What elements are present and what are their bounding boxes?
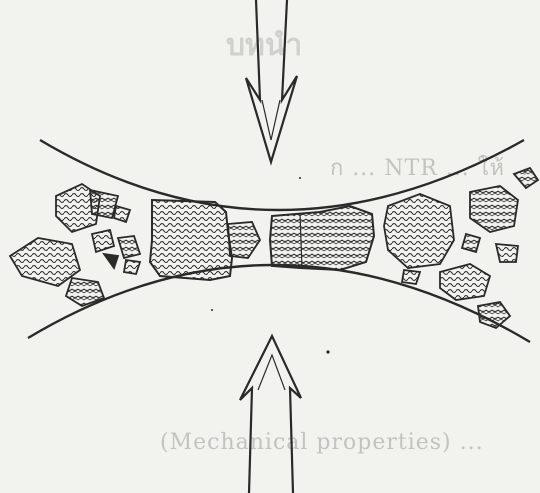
compressed-particle-left [150, 200, 232, 280]
top-arrow-icon [246, 0, 297, 162]
bottom-arrow-icon [240, 336, 301, 493]
loose-particles-right [384, 168, 538, 328]
compressed-particle-right [270, 206, 374, 270]
